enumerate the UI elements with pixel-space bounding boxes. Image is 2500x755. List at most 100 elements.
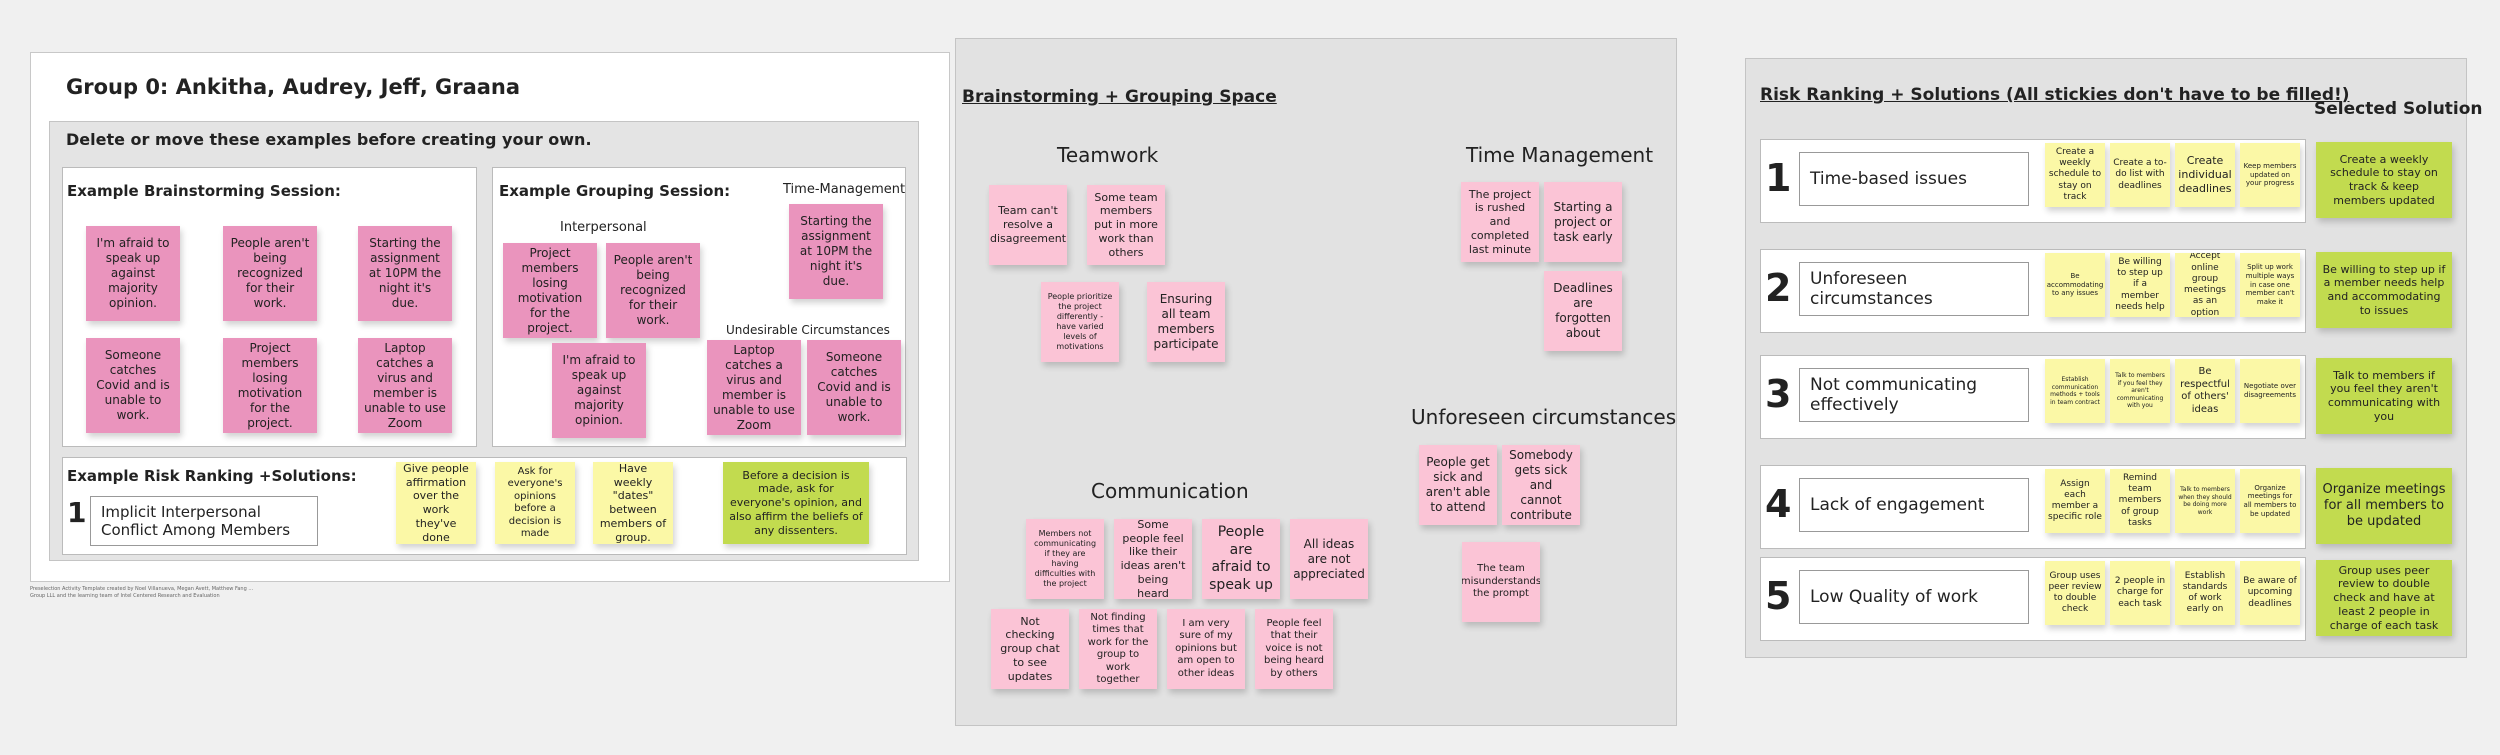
group-label: Unforeseen circumstances	[1411, 405, 1677, 429]
sticky-note[interactable]: People prioritize the project differentl…	[1041, 282, 1119, 362]
sticky-note[interactable]: People feel that their voice is not bein…	[1255, 609, 1333, 689]
group-title: Group 0: Ankitha, Audrey, Jeff, Graana	[66, 75, 521, 99]
sticky-note[interactable]: Talk to members when they should be doin…	[2175, 469, 2235, 533]
sticky-note[interactable]: Starting the assignment at 10PM the nigh…	[358, 226, 452, 321]
sticky-note[interactable]: Ask for everyone's opinions before a dec…	[495, 462, 575, 544]
sticky-note[interactable]: Somebody gets sick and cannot contribute	[1502, 445, 1580, 525]
example-risk-box: Example Risk Ranking +Solutions: 1 Impli…	[62, 457, 907, 555]
sticky-note[interactable]: Ensuring all team members participate	[1147, 282, 1225, 362]
solution-sticky[interactable]: Create a weekly schedule to stay on trac…	[2316, 142, 2452, 218]
risk-input[interactable]: Low Quality of work	[1799, 570, 2029, 624]
sticky-note[interactable]: Keep members updated on your progress	[2240, 143, 2300, 207]
sticky-note[interactable]: Talk to members if you feel they aren't …	[2110, 359, 2170, 423]
sticky-note[interactable]: Starting a project or task early	[1544, 182, 1622, 262]
grouping-heading: Example Grouping Session:	[499, 182, 731, 200]
sticky-note[interactable]: I am very sure of my opinions but am ope…	[1167, 609, 1245, 689]
sticky-note[interactable]: Assign each member a specific role	[2045, 469, 2105, 533]
instruction-text: Delete or move these examples before cre…	[66, 130, 592, 149]
brainstorming-frame: Brainstorming + Grouping Space Teamwork …	[955, 38, 1677, 726]
sticky-note[interactable]: Split up work multiple ways in case one …	[2240, 253, 2300, 317]
risk-input[interactable]: Lack of engagement	[1799, 478, 2029, 532]
group-label: Time Management	[1466, 143, 1654, 167]
selected-solution-label: Selected Solution	[2314, 99, 2483, 119]
risk-row: 5 Low Quality of work Group uses peer re…	[1760, 557, 2306, 641]
risk-ranking-frame: Risk Ranking + Solutions (All stickies d…	[1745, 58, 2483, 658]
risk-heading: Example Risk Ranking +Solutions:	[67, 467, 357, 485]
sticky-note[interactable]: Create individual deadlines	[2175, 143, 2235, 207]
attribution-text: Group LLL and the learning team of Intel…	[30, 593, 220, 599]
sticky-note[interactable]: Accept online group meetings as an optio…	[2175, 253, 2235, 317]
sticky-note[interactable]: Give people affirmation over the work th…	[396, 462, 476, 544]
solution-sticky[interactable]: Organize meetings for all members to be …	[2316, 468, 2452, 544]
risk-number: 1	[1765, 156, 1792, 200]
sticky-note[interactable]: Negotiate over disagreements	[2240, 359, 2300, 423]
sticky-note[interactable]: Someone catches Covid and is unable to w…	[86, 338, 180, 433]
sticky-note[interactable]: Deadlines are forgotten about	[1544, 271, 1622, 351]
solution-sticky[interactable]: Group uses peer review to double check a…	[2316, 560, 2452, 636]
sticky-note[interactable]: Project members losing motivation for th…	[223, 338, 317, 433]
sticky-note[interactable]: Starting the assignment at 10PM the nigh…	[789, 204, 883, 299]
example-grouping-box: Example Grouping Session: Interpersonal …	[492, 167, 906, 447]
group-label: Undesirable Circumstances	[726, 323, 890, 337]
risk-row: 4 Lack of engagement Assign each member …	[1760, 465, 2306, 549]
sticky-note[interactable]: Remind team members of group tasks	[2110, 469, 2170, 533]
risk-number: 4	[1765, 482, 1792, 526]
solution-sticky[interactable]: Be willing to step up if a member needs …	[2316, 252, 2452, 328]
sticky-note[interactable]: I'm afraid to speak up against majority …	[86, 226, 180, 321]
example-frame: Group 0: Ankitha, Audrey, Jeff, Graana D…	[30, 52, 950, 582]
risk-number: 5	[1765, 574, 1792, 618]
sticky-note[interactable]: 2 people in charge for each task	[2110, 561, 2170, 625]
sticky-note[interactable]: People get sick and aren't able to atten…	[1419, 445, 1497, 525]
group-label: Interpersonal	[560, 220, 647, 235]
sticky-note[interactable]: Be accommodating to any issues	[2045, 253, 2105, 317]
brainstorm-heading: Example Brainstorming Session:	[67, 182, 341, 200]
sticky-note[interactable]: Project members losing motivation for th…	[503, 243, 597, 338]
sticky-note[interactable]: Create a to-do list with deadlines	[2110, 143, 2170, 207]
group-label: Teamwork	[1057, 143, 1159, 167]
sticky-note[interactable]: People aren't being recognized for their…	[606, 243, 700, 338]
risk-input[interactable]: Implicit Interpersonal Conflict Among Me…	[90, 496, 318, 546]
sticky-note[interactable]: Create a weekly schedule to stay on trac…	[2045, 143, 2105, 207]
risk-row: 2 Unforeseen circumstances Be accommodat…	[1760, 249, 2306, 333]
example-brainstorm-box: Example Brainstorming Session: I'm afrai…	[62, 167, 477, 447]
sticky-note[interactable]: The team misunderstands the prompt	[1462, 542, 1540, 622]
risk-row: 1 Time-based issues Create a weekly sche…	[1760, 139, 2306, 223]
sticky-note[interactable]: Someone catches Covid and is unable to w…	[807, 340, 901, 435]
sticky-note[interactable]: I'm afraid to speak up against majority …	[552, 343, 646, 438]
risk-input[interactable]: Unforeseen circumstances	[1799, 262, 2029, 316]
group-label: Time-Management	[783, 182, 906, 197]
sticky-note[interactable]: Not finding times that work for the grou…	[1079, 609, 1157, 689]
sticky-note[interactable]: People aren't being recognized for their…	[223, 226, 317, 321]
sticky-note[interactable]: People are afraid to speak up	[1202, 519, 1280, 599]
risk-row: 3 Not communicating effectively Establis…	[1760, 355, 2306, 439]
sticky-note[interactable]: Establish communication methods + tools …	[2045, 359, 2105, 423]
sticky-note[interactable]: Be aware of upcoming deadlines	[2240, 561, 2300, 625]
sticky-note[interactable]: Establish standards of work early on	[2175, 561, 2235, 625]
sticky-note[interactable]: Be willing to step up if a member needs …	[2110, 253, 2170, 317]
risk-number: 1	[67, 496, 87, 529]
sticky-note[interactable]: All ideas are not appreciated	[1290, 519, 1368, 599]
sticky-note[interactable]: Not checking group chat to see updates	[991, 609, 1069, 689]
group-label: Communication	[1091, 479, 1249, 503]
instructions-panel: Delete or move these examples before cre…	[49, 121, 919, 561]
risk-number: 2	[1765, 266, 1792, 310]
risk-input[interactable]: Not communicating effectively	[1799, 368, 2029, 422]
risk-number: 3	[1765, 372, 1792, 416]
solution-sticky[interactable]: Before a decision is made, ask for every…	[723, 462, 869, 544]
frame-title: Brainstorming + Grouping Space	[962, 87, 1277, 107]
sticky-note[interactable]: Have weekly "dates" between members of g…	[593, 462, 673, 544]
sticky-note[interactable]: Some people feel like their ideas aren't…	[1114, 519, 1192, 599]
sticky-note[interactable]: The project is rushed and completed last…	[1461, 182, 1539, 262]
sticky-note[interactable]: Be respectful of others' ideas	[2175, 359, 2235, 423]
sticky-note[interactable]: Some team members put in more work than …	[1087, 185, 1165, 265]
sticky-note[interactable]: Laptop catches a virus and member is una…	[358, 338, 452, 433]
frame-title: Risk Ranking + Solutions (All stickies d…	[1760, 85, 2350, 105]
solution-sticky[interactable]: Talk to members if you feel they aren't …	[2316, 358, 2452, 434]
sticky-note[interactable]: Group uses peer review to double check	[2045, 561, 2105, 625]
sticky-note[interactable]: Members not communicating if they are ha…	[1026, 519, 1104, 599]
sticky-note[interactable]: Organize meetings for all members to be …	[2240, 469, 2300, 533]
risk-input[interactable]: Time-based issues	[1799, 152, 2029, 206]
attribution-text: Preselection Activity Template created b…	[30, 586, 254, 592]
sticky-note[interactable]: Team can't resolve a disagreement	[989, 185, 1067, 265]
sticky-note[interactable]: Laptop catches a virus and member is una…	[707, 340, 801, 435]
